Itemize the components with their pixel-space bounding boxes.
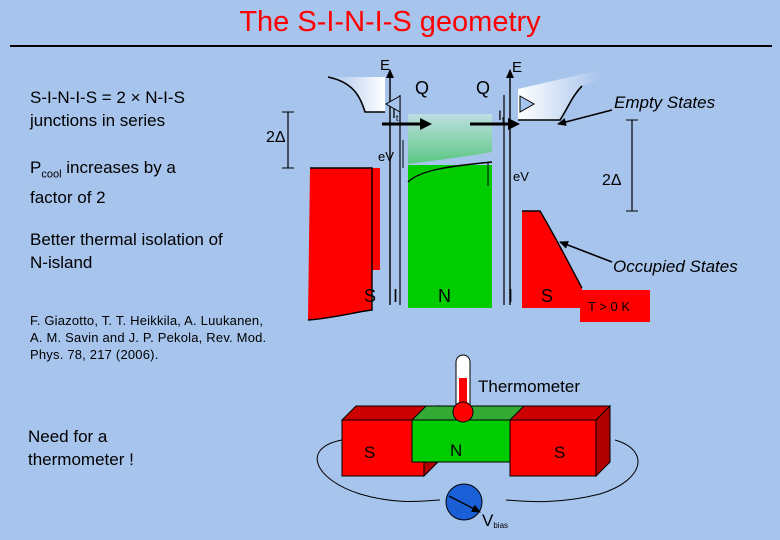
need-line-2: thermometer ! (28, 450, 134, 469)
voltage-source (445, 483, 483, 521)
layer-label-i-left: I (393, 286, 398, 306)
energy-label-right: E (512, 59, 522, 76)
reference: F. Giazotto, T. T. Heikkila, A. Luukanen… (30, 312, 266, 363)
pcool-line-1: Pcool increases by a (30, 156, 176, 186)
current-label-left: It (392, 105, 399, 123)
tunnel-arrow-right-head (508, 118, 520, 130)
block-s-right-side (595, 404, 611, 478)
heat-arrow-left (384, 95, 401, 113)
pcool-symbol: P (30, 158, 42, 177)
normal-metal-top (408, 114, 492, 164)
vbias-label: Vbias (482, 511, 508, 530)
junction-line-1: S-I-N-I-S = 2 × N-I-S (30, 88, 185, 107)
junction-statement: S-I-N-I-S = 2 × N-I-S junctions in serie… (30, 86, 185, 132)
junction-line-2: junctions in series (30, 111, 166, 130)
layer-label-s-right: S (541, 286, 553, 306)
heat-arrow-right (519, 95, 536, 113)
left-empty-states-edge (327, 76, 385, 113)
ev-label-right: eV (513, 169, 529, 184)
left-occupied-states-edge (307, 167, 373, 321)
left-occupied-states (308, 168, 380, 320)
block-n (411, 419, 513, 463)
layer-label-s-left: S (364, 286, 376, 306)
block-s-right (509, 419, 597, 477)
heat-label-right: Q (476, 78, 490, 98)
block-s-left (341, 419, 425, 477)
pcool-rest: increases by a (61, 158, 176, 177)
normal-metal-fermi-edge (407, 161, 493, 183)
occupied-states-pointer (559, 241, 613, 263)
temperature-label: T > 0 K (588, 299, 630, 314)
current-label-right: It (498, 107, 505, 125)
block-label-s-right: S (554, 443, 565, 462)
right-occupied-states (522, 211, 582, 308)
thermometer-label: Thermometer (478, 377, 580, 396)
pcool-subscript: cool (41, 168, 62, 181)
pcool-line-2: factor of 2 (30, 188, 106, 208)
ev-label-left: eV (378, 149, 394, 164)
layer-label-n: N (438, 286, 451, 306)
title-underline (10, 45, 772, 47)
thermometer-column (459, 378, 467, 408)
pcool-statement: Pcool increases by a factor of 2 (30, 156, 176, 209)
occupied-states-label: Occupied States (613, 257, 738, 276)
gap-label-left: 2Δ (266, 129, 286, 146)
right-empty-states (518, 70, 600, 120)
gap-label-right: 2Δ (602, 172, 622, 189)
voltage-source-arrow (448, 495, 481, 513)
page-title: The S-I-N-I-S geometry (239, 6, 541, 38)
heat-label-left: Q (415, 78, 429, 98)
tunnel-arrow-left-head (420, 118, 432, 130)
layer-label-i-right: I (508, 286, 513, 306)
reference-line-3: Phys. 78, 217 (2006). (30, 347, 159, 362)
thermometer-bulb (452, 401, 474, 423)
empty-states-pointer (557, 109, 613, 126)
bias-wire (316, 439, 639, 503)
thermometer-need: Need for a thermometer ! (28, 425, 134, 471)
need-line-1: Need for a (28, 427, 108, 446)
block-label-n: N (450, 441, 462, 460)
empty-states-label: Empty States (614, 93, 716, 112)
reference-line-1: F. Giazotto, T. T. Heikkila, A. Luukanen… (30, 313, 264, 328)
isolation-statement: Better thermal isolation of N-island (30, 228, 223, 274)
left-empty-states (328, 77, 385, 112)
isolation-line-2: N-island (30, 253, 93, 272)
energy-label-left: E (380, 57, 390, 74)
block-label-s-left: S (364, 443, 375, 462)
block-s-right-top (508, 405, 612, 421)
normal-metal-island (408, 165, 492, 308)
temperature-box (580, 290, 650, 322)
isolation-line-1: Better thermal isolation of (30, 230, 223, 249)
reference-line-2: A. M. Savin and J. P. Pekola, Rev. Mod. (30, 330, 267, 345)
